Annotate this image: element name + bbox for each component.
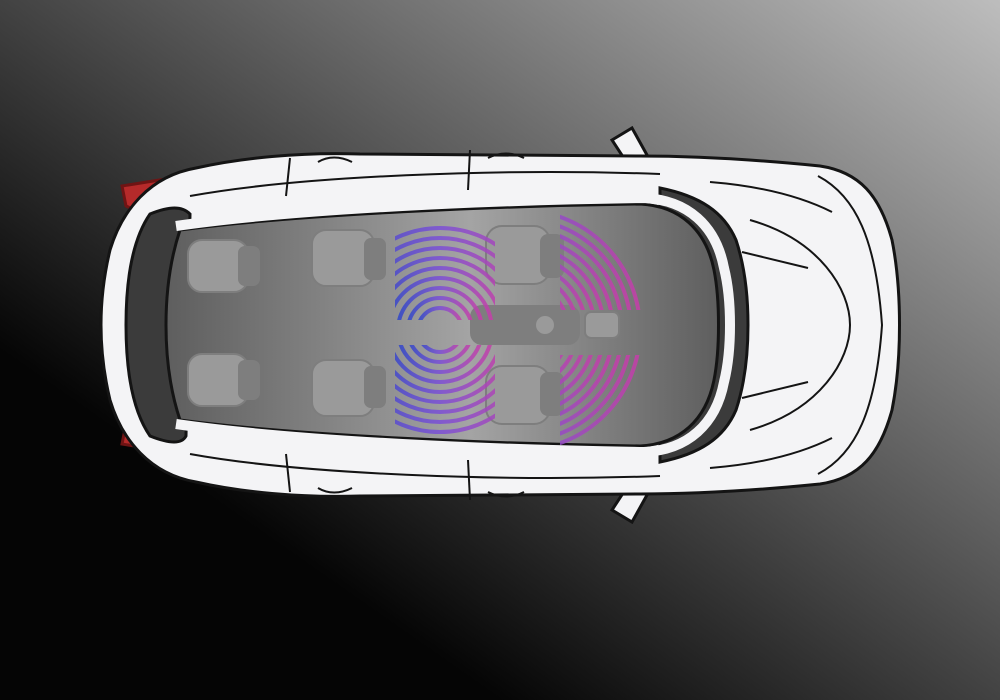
sound-wave-arc — [418, 306, 462, 320]
sound-wave-arc — [395, 388, 495, 414]
rear-seat-left — [187, 239, 260, 293]
seats — [187, 225, 620, 425]
rear-seat-right — [187, 353, 260, 407]
center-left-speaker-waves — [395, 226, 495, 320]
front-seat-right — [485, 365, 564, 425]
sound-wave-arc — [398, 345, 482, 374]
sound-wave-arc — [395, 246, 495, 272]
sound-wave-arc — [421, 345, 459, 354]
sound-wave-arc — [395, 345, 492, 384]
roof-frame — [175, 192, 735, 458]
sound-wave-arc — [395, 226, 495, 247]
sound-wave-arc — [407, 296, 473, 320]
sound-wave-arc — [395, 373, 495, 404]
sound-wave-arc — [395, 413, 495, 434]
hood-lines — [709, 175, 884, 475]
door-lines — [189, 149, 661, 501]
sound-wave-arc — [395, 256, 495, 287]
glass-roof-cabin — [164, 202, 720, 448]
front-seat-left — [485, 225, 564, 285]
center-right-speaker-waves — [395, 345, 495, 434]
sound-wave-arc — [395, 353, 495, 394]
sound-wave-arc — [395, 236, 495, 259]
middle-seat-right — [311, 359, 386, 417]
sound-wave-arc — [395, 276, 494, 320]
center-console — [470, 305, 620, 345]
sound-wave-arc — [409, 345, 471, 364]
middle-seat-left — [311, 229, 386, 287]
sound-wave-arc — [397, 286, 483, 320]
sound-wave-arc — [395, 401, 495, 424]
sound-waves — [395, 214, 641, 446]
sound-wave-arc — [395, 266, 495, 307]
